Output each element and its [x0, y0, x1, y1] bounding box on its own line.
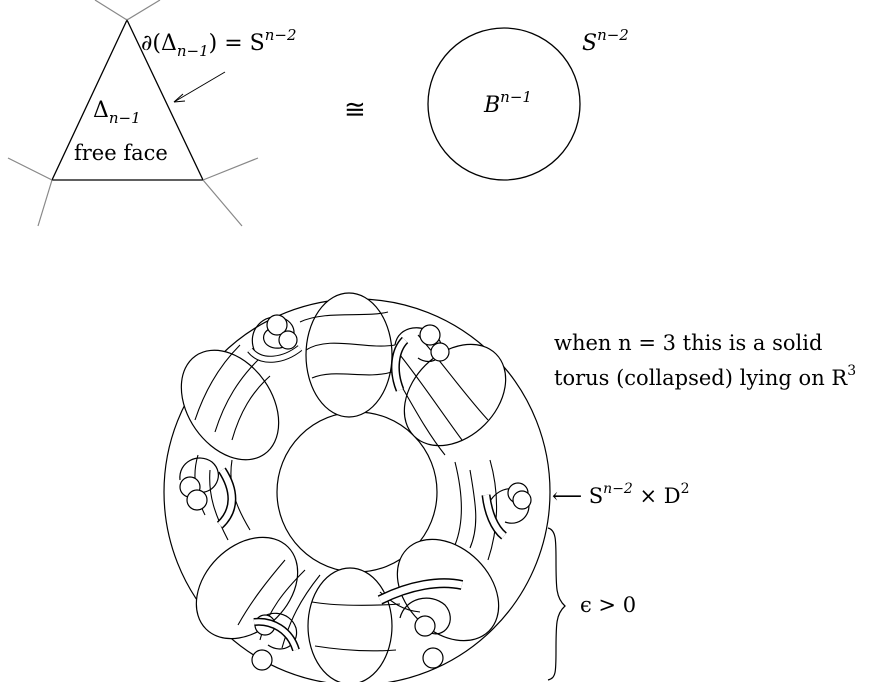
- free-face-label: free face: [74, 141, 168, 165]
- note-line-2: torus (collapsed) lying on R3: [554, 363, 856, 390]
- boundary-label: ∂(Δn−1) = Sn−2: [141, 26, 297, 60]
- note-line-1: when n = 3 this is a solid: [554, 331, 822, 355]
- boundary-arrow: [173, 71, 226, 103]
- meridian-disk: [305, 292, 393, 418]
- meridian-disk: [307, 567, 393, 682]
- twisted-strands: [194, 311, 498, 652]
- torus-figure: [163, 292, 551, 682]
- simplex-label: Δn−1: [93, 98, 141, 127]
- boundary-arrowhead: [173, 93, 186, 103]
- meridian-disk: [180, 349, 280, 461]
- ball-circle: [427, 27, 581, 181]
- knotted-tubes: [179, 314, 532, 671]
- meridian-disk: [403, 343, 507, 447]
- epsilon-label: ϵ > 0: [580, 593, 636, 617]
- homeomorphic-symbol: ≅: [344, 95, 366, 125]
- epsilon-brace: [547, 527, 566, 681]
- meridian-disks: [180, 292, 507, 682]
- grey-adjacent-edges: [7, 0, 259, 227]
- sphere-label: Sn−2: [582, 26, 629, 56]
- simplex-triangle: [50, 18, 205, 181]
- ball-label: Bn−1: [483, 88, 532, 118]
- torus-type-label: ⟵ Sn−2 × D2: [552, 481, 690, 508]
- simplex-figure: [7, 0, 259, 227]
